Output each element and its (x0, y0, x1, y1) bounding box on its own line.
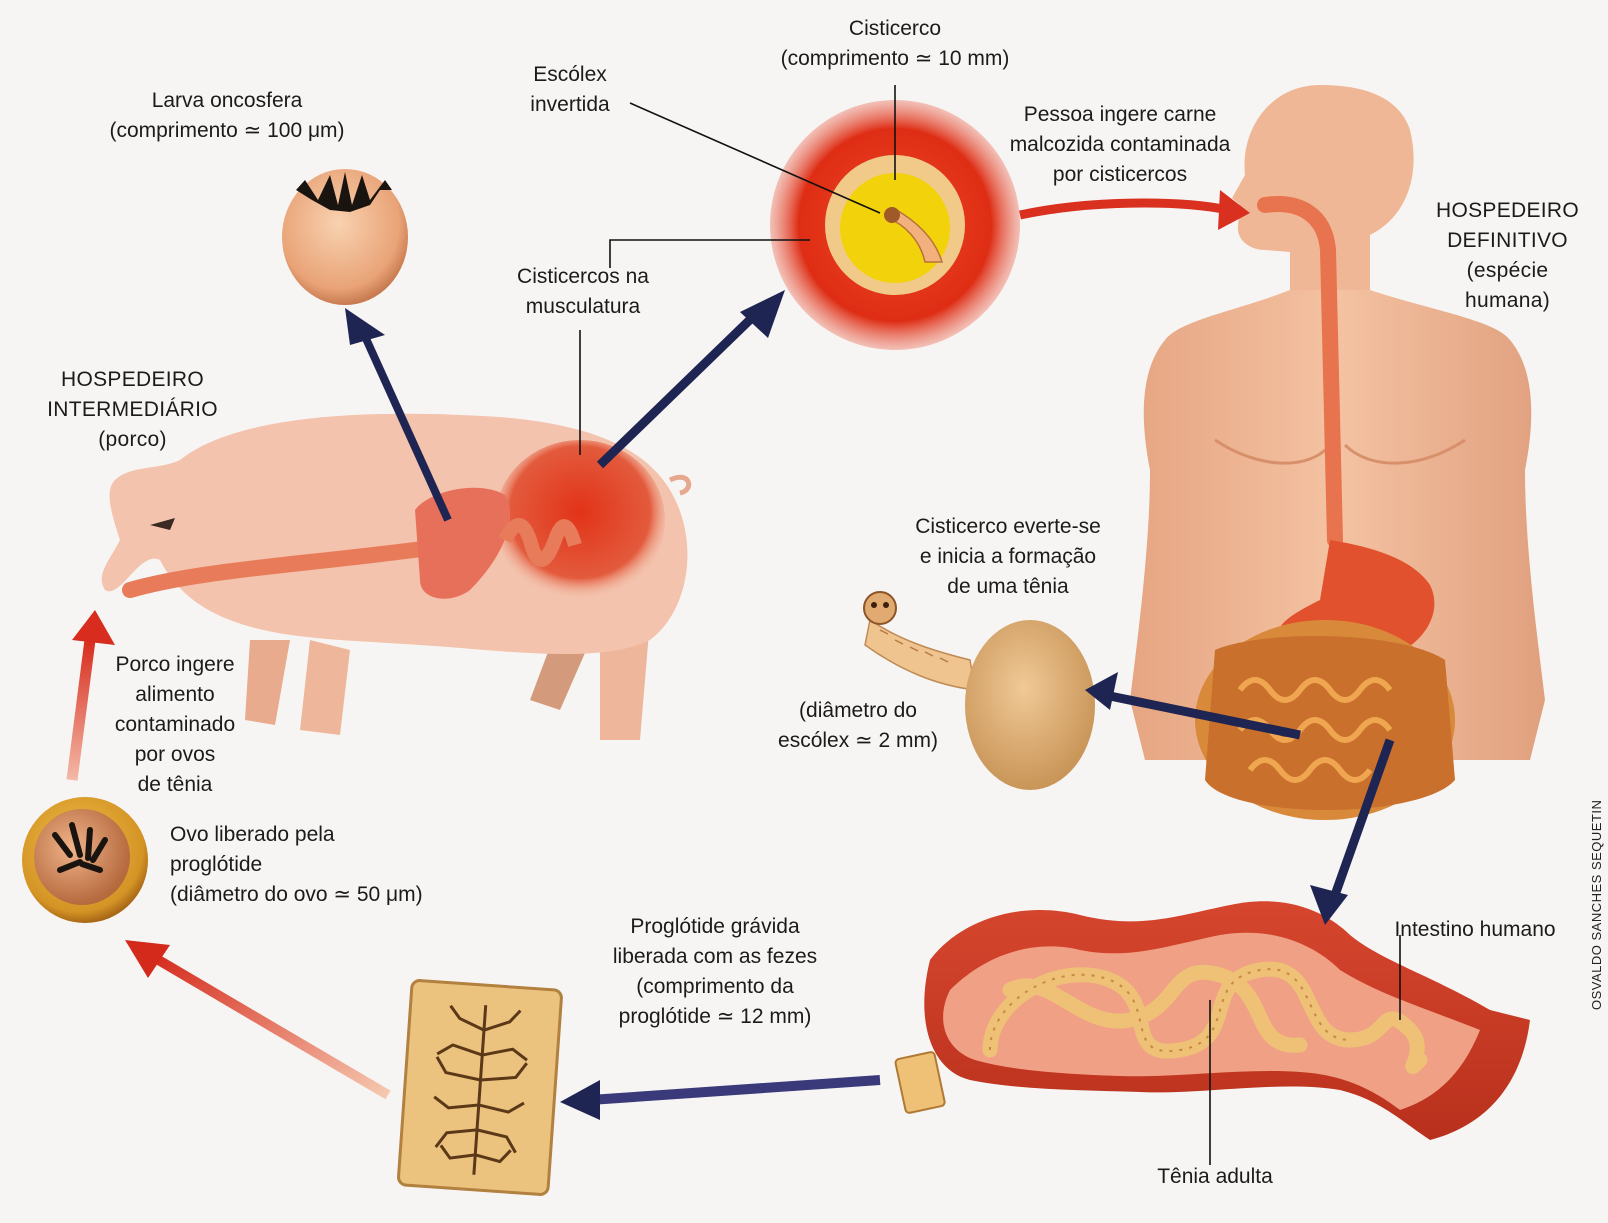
cysticercus-sac (965, 620, 1095, 790)
tapeworm-egg (22, 797, 148, 923)
label-line: (diâmetro do (758, 696, 958, 726)
arrow-cyst-to-human (1020, 190, 1250, 230)
label-line: liberada com as fezes (580, 942, 850, 972)
label-line: de uma tênia (878, 572, 1138, 602)
label-line: Proglótide grávida (580, 912, 850, 942)
label-line: Ovo liberado pela (170, 820, 500, 850)
label-line: por ovos (95, 740, 255, 770)
label-line: HOSPEDEIRO (1415, 196, 1600, 226)
label-line: Cisticerco everte-se (878, 512, 1138, 542)
label-line: Larva oncosfera (72, 86, 382, 116)
label-line: (comprimento ≃ 10 mm) (745, 44, 1045, 74)
illustrator-credit: OSVALDO SANCHES SEQUETIN (1589, 800, 1604, 1010)
label-line: (diâmetro do ovo ≃ 50 μm) (170, 880, 500, 910)
label-line: INTERMEDIÁRIO (20, 395, 245, 425)
label-porco-ingere: Porco ingere alimento contaminado por ov… (95, 650, 255, 800)
label-line: (espécie (1415, 256, 1600, 286)
label-line: Escólex (495, 60, 645, 90)
label-ovo-liberado: Ovo liberado pela proglótide (diâmetro d… (170, 820, 500, 910)
label-line: proglótide ≃ 12 mm) (580, 1002, 850, 1032)
label-proglotide-gravida: Proglótide grávida liberada com as fezes… (580, 912, 850, 1032)
label-line: (porco) (20, 425, 245, 455)
label-hospedeiro-definitivo: HOSPEDEIRO DEFINITIVO (espécie humana) (1415, 196, 1600, 316)
arrow-intestine-to-proglottid (560, 1080, 880, 1120)
label-hospedeiro-intermediario: HOSPEDEIRO INTERMEDIÁRIO (porco) (20, 365, 245, 455)
label-line: humana) (1415, 286, 1600, 316)
label-diametro-escolex: (diâmetro do escólex ≃ 2 mm) (758, 696, 958, 756)
label-line: Porco ingere (95, 650, 255, 680)
label-line: Pessoa ingere carne (985, 100, 1255, 130)
label-pessoa-ingere: Pessoa ingere carne malcozida contaminad… (985, 100, 1255, 190)
label-line: alimento (95, 680, 255, 710)
label-larva-oncosfera: Larva oncosfera (comprimento ≃ 100 μm) (72, 86, 382, 146)
gravid-proglottid-small (895, 1051, 946, 1113)
label-cisticercos-musculatura: Cisticercos na musculatura (488, 262, 678, 322)
label-line: e inicia a formação (878, 542, 1138, 572)
label-intestino-humano: Intestino humano (1365, 915, 1585, 945)
label-line: contaminado (95, 710, 255, 740)
label-line: escólex ≃ 2 mm) (758, 726, 958, 756)
everted-cysticercus (864, 592, 1095, 790)
label-line: musculatura (488, 292, 678, 322)
label-line: HOSPEDEIRO (20, 365, 245, 395)
arrow-proglottid-to-egg (125, 940, 388, 1095)
label-cisticerco-everte: Cisticerco everte-se e inicia a formação… (878, 512, 1138, 602)
cysticercus-bladder (840, 173, 950, 283)
label-tenia-adulta: Tênia adulta (1130, 1162, 1300, 1192)
label-line: DEFINITIVO (1415, 226, 1600, 256)
oncosphere-larva (282, 169, 408, 305)
label-escolex-invertida: Escólex invertida (495, 60, 645, 120)
label-line: (comprimento ≃ 100 μm) (72, 116, 382, 146)
label-line: proglótide (170, 850, 500, 880)
label-line: invertida (495, 90, 645, 120)
label-line: Cisticerco (745, 14, 1045, 44)
label-line: malcozida contaminada (985, 130, 1255, 160)
label-line: Intestino humano (1365, 915, 1585, 945)
label-line: Cisticercos na (488, 262, 678, 292)
label-line: (comprimento da (580, 972, 850, 1002)
label-cisticerco: Cisticerco (comprimento ≃ 10 mm) (745, 14, 1045, 74)
label-line: de tênia (95, 770, 255, 800)
label-line: por cisticercos (985, 160, 1255, 190)
pig-tail (670, 477, 689, 493)
label-line: Tênia adulta (1130, 1162, 1300, 1192)
gravid-proglottid (398, 980, 562, 1195)
